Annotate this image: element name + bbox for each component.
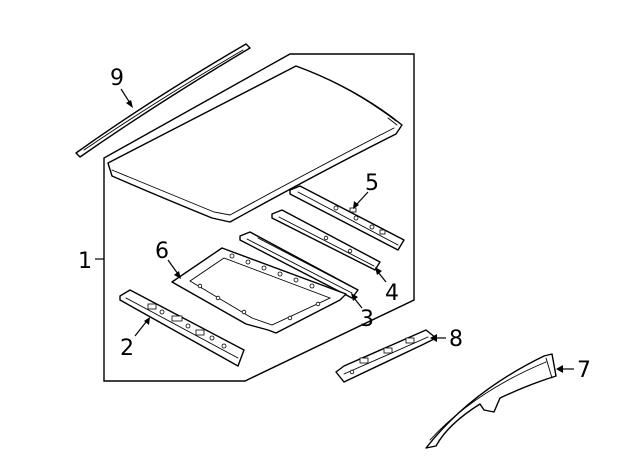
part-8-rail-reinforcement — [335, 329, 437, 383]
callout-9: 9 — [110, 66, 124, 91]
arrow-2 — [144, 317, 150, 325]
leader-5 — [356, 191, 369, 205]
callout-1: 1 — [78, 249, 92, 274]
arrow-6 — [174, 271, 181, 279]
callout-7: 7 — [577, 358, 591, 383]
part-4-roof-bow — [271, 209, 381, 271]
leader-6 — [167, 259, 179, 275]
part-7-side-rail — [425, 353, 557, 449]
arrow-3 — [351, 293, 358, 301]
leader-2 — [134, 321, 147, 337]
leader-4 — [377, 271, 387, 283]
callout-2: 2 — [120, 336, 134, 361]
arrow-5 — [353, 201, 359, 209]
arrow-4 — [375, 267, 382, 275]
part-9-drip-molding — [75, 43, 251, 158]
callout-5: 5 — [365, 171, 379, 196]
leader-3 — [353, 297, 363, 309]
arrow-9 — [126, 100, 133, 108]
part-3-roof-bow — [239, 231, 359, 299]
assembly-frame — [103, 53, 415, 382]
callout-4: 4 — [385, 281, 399, 306]
part-2-front-header — [119, 289, 245, 367]
arrow-8 — [430, 334, 437, 342]
callout-3: 3 — [360, 307, 374, 332]
callout-6: 6 — [155, 239, 169, 264]
arrow-7 — [556, 365, 563, 373]
part-5-rear-header — [289, 185, 405, 251]
leader-9 — [120, 88, 131, 104]
roof-panel — [107, 65, 403, 223]
part-6-sunroof-frame — [171, 247, 347, 334]
callout-8: 8 — [449, 327, 463, 352]
